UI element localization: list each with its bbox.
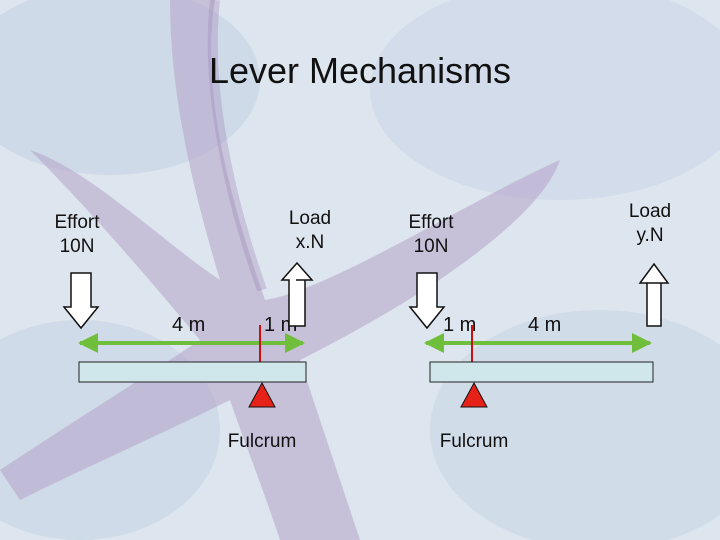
slide-title: Lever Mechanisms — [208, 50, 512, 91]
right-load-label: Load y.N — [628, 201, 672, 246]
left-load-label: Load x.N — [288, 208, 332, 253]
right-fulcrum-triangle-icon — [460, 381, 488, 408]
left-fulcrum-label: Fulcrum — [227, 431, 297, 452]
left-fulcrum-triangle-icon — [248, 381, 276, 408]
left-effort-distance-label: 4 m — [172, 314, 206, 336]
right-fulcrum-label: Fulcrum — [439, 431, 509, 452]
left-effort-label: Effort 10N — [54, 212, 100, 257]
right-load-distance-label: 4 m — [528, 314, 562, 336]
right-beam — [429, 361, 654, 383]
left-beam — [78, 361, 307, 383]
right-effort-arrow-icon — [408, 272, 446, 330]
right-effort-distance-label: 1 m — [443, 314, 477, 336]
left-load-arrow-icon — [280, 261, 314, 327]
right-load-arrow-icon — [638, 262, 670, 327]
left-effort-arrow-icon — [62, 272, 100, 330]
right-effort-label: Effort 10N — [408, 212, 454, 257]
